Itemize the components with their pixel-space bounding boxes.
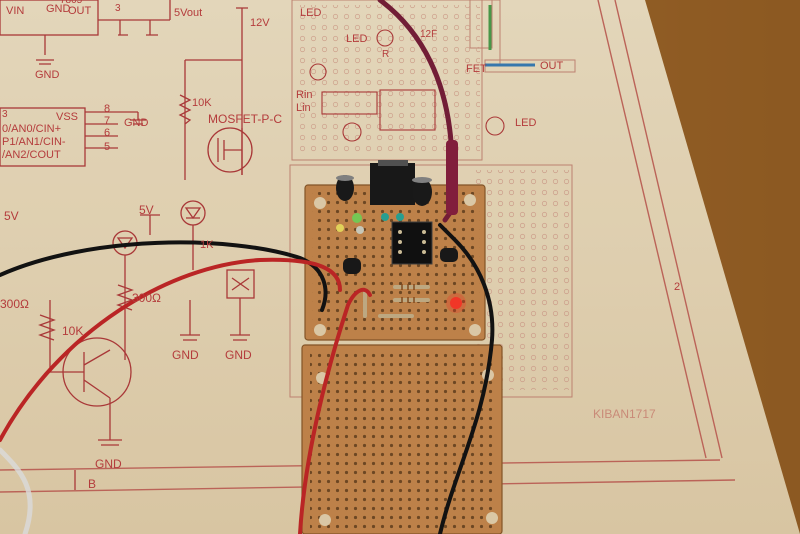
pin-5-label: 5 xyxy=(104,141,111,153)
frame-marker-2: 2 xyxy=(674,281,681,293)
frame-label-b: B xyxy=(88,477,97,491)
five-vout-label: 5Vout xyxy=(174,7,203,19)
board-components xyxy=(336,160,466,318)
wire-red-1 xyxy=(0,257,342,442)
layout-rin-label: Rin xyxy=(296,89,313,101)
pin-6-label: 6 xyxy=(104,127,111,139)
wire-black-2 xyxy=(438,223,495,534)
layout-12f-label: 12F xyxy=(420,29,438,40)
layout-out-label: OUT xyxy=(540,60,564,72)
five-v-label-left: 5V xyxy=(4,209,19,223)
mcu-pin-an1: P1/AN1/CIN- xyxy=(2,136,66,148)
gnd-label-relay: GND xyxy=(225,348,252,362)
regulator-part-label: 7805 xyxy=(60,0,83,6)
r-10k-lower-label: 10K xyxy=(62,324,84,338)
layout-lin-label: Lin xyxy=(296,102,311,114)
layout-r-label: R xyxy=(382,49,390,60)
layout-led-label-3: LED xyxy=(515,117,537,129)
twelve-v-label: 12V xyxy=(250,17,270,29)
mcu-part-label: 3 xyxy=(2,109,8,120)
layout-led-label-2: LED xyxy=(346,33,368,45)
vss-label: VSS xyxy=(56,111,79,123)
mcu-pin-an0: 0/AN0/CIN+ xyxy=(2,123,61,135)
gnd-label-led: GND xyxy=(172,348,199,362)
gnd-label-mcu: GND xyxy=(124,117,149,129)
wires xyxy=(0,0,495,534)
five-v-label: 5V xyxy=(139,203,154,217)
r-300-label: 300Ω xyxy=(132,291,161,305)
r-300-label-cut: 300Ω xyxy=(0,297,29,311)
gnd-label-transistor: GND xyxy=(95,457,122,471)
r-1k-label: 1K xyxy=(200,239,214,251)
mosfet-label: MOSFET-P-C xyxy=(208,112,282,126)
regulator-out-label: OUT xyxy=(68,5,92,17)
gnd-label-top: GND xyxy=(35,69,60,81)
regulator-vin-label: VIN xyxy=(6,5,25,17)
board-id-label: KIBAN1717 xyxy=(593,407,656,421)
r-10k-label: 10K xyxy=(192,97,212,109)
regulator-gnd-label: GND xyxy=(46,3,71,15)
pin-7-label: 7 xyxy=(104,115,111,127)
layout-fet-label: FET xyxy=(466,63,487,75)
wire-black-1 xyxy=(0,240,328,312)
pin-8-label: 8 xyxy=(104,103,111,115)
layout-led-label-1: LED xyxy=(300,7,322,19)
pin-3-label: 3 xyxy=(115,3,121,14)
wire-red-2 xyxy=(298,287,372,534)
mcu-pin-an2: /AN2/COUT xyxy=(2,149,61,161)
